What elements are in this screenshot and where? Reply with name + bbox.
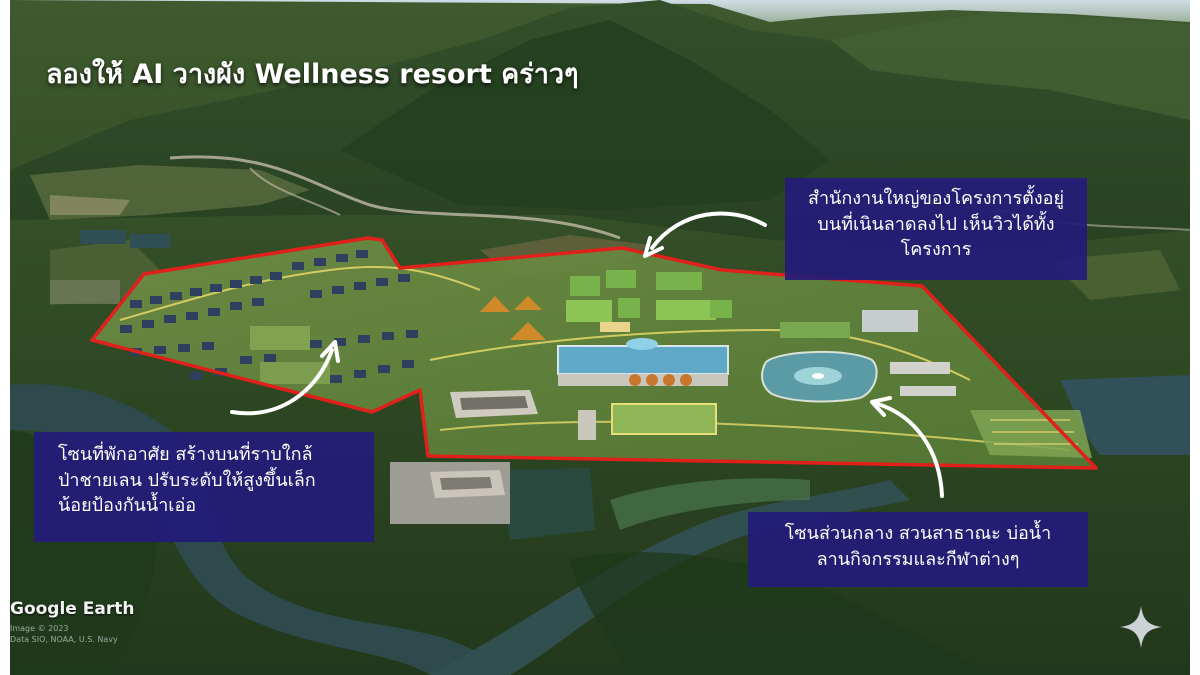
road: [169, 155, 621, 240]
building-roof: [460, 396, 528, 410]
callout-line: ป่าชายเลน ปรับระดับให้สูงขึ้นเล็ก: [58, 469, 316, 491]
building: [890, 362, 950, 374]
mountain-ridge: [340, 20, 830, 210]
site-path: [439, 420, 1071, 451]
hq-building-cluster: [566, 270, 732, 332]
sky: [10, 0, 1190, 22]
sala-row: [629, 374, 692, 386]
project-boundary: [90, 236, 1098, 470]
site-path: [429, 328, 971, 381]
page-title: ลองให้ AI วางผัง Wellness resort คร่าวๆ: [46, 59, 579, 90]
open-lawn: [611, 403, 717, 435]
pond: [500, 468, 595, 540]
arrow-to-residential: [230, 340, 340, 416]
callout-central: โซนส่วนกลาง สวนสาธาณะ บ่อน้ำ ลานกิจกรรมแ…: [748, 512, 1088, 587]
road: [249, 167, 341, 216]
pool: [558, 346, 728, 374]
building: [578, 410, 596, 440]
arrow-to-central: [870, 396, 944, 498]
fountain-jet: [812, 373, 824, 379]
pond: [80, 230, 126, 244]
credit-line: Data SIO, NOAA, U.S. Navy: [10, 634, 118, 644]
image-credit: Image © 2023 Data SIO, NOAA, U.S. Navy: [10, 624, 118, 646]
cleared-land: [50, 195, 130, 215]
pond: [50, 280, 120, 304]
terraced-garden: [970, 410, 1092, 458]
pavilion-roofs: [480, 296, 546, 340]
callout-line: โครงการ: [900, 239, 972, 261]
lawn: [250, 326, 310, 350]
river: [430, 480, 910, 675]
mangrove-forest: [570, 552, 990, 675]
callout-line: โซนส่วนกลาง สวนสาธาณะ บ่อน้ำ: [784, 523, 1052, 544]
arrow-to-hq: [643, 211, 767, 258]
callout-line: น้อยป้องกันน้ำเอ่อ: [58, 495, 197, 517]
callout-hq: สำนักงานใหญ่ของโครงการตั้งอยู่ บนที่เนิน…: [785, 178, 1087, 280]
site-path: [119, 265, 481, 321]
building: [900, 386, 956, 396]
reservoir: [1060, 375, 1190, 455]
riverbank: [610, 478, 810, 530]
callout-line: ลานกิจกรรมและกีฬาต่างๆ: [816, 548, 1020, 570]
callout-line: บนที่เนินลาดลงไป เห็นวิวได้ทั้ง: [817, 213, 1055, 235]
building-roof: [440, 477, 492, 490]
distant-hills: [830, 12, 1190, 120]
sparkle-icon: [1120, 606, 1162, 648]
callout-line: สำนักงานใหญ่ของโครงการตั้งอยู่: [807, 188, 1065, 209]
villa-cluster: [120, 250, 418, 383]
callout-line: โซนที่พักอาศัย สร้างบนที่ราบใกล้: [58, 444, 313, 465]
google-earth-logo: Google Earth: [10, 599, 135, 619]
pond: [130, 234, 170, 248]
building: [862, 310, 918, 332]
lawn: [260, 362, 330, 384]
sports-field: [780, 322, 850, 338]
fountain-basin: [626, 338, 658, 350]
credit-line: Image © 2023: [10, 624, 69, 633]
callout-residential: โซนที่พักอาศัย สร้างบนที่ราบใกล้ ป่าชายเ…: [34, 432, 374, 542]
